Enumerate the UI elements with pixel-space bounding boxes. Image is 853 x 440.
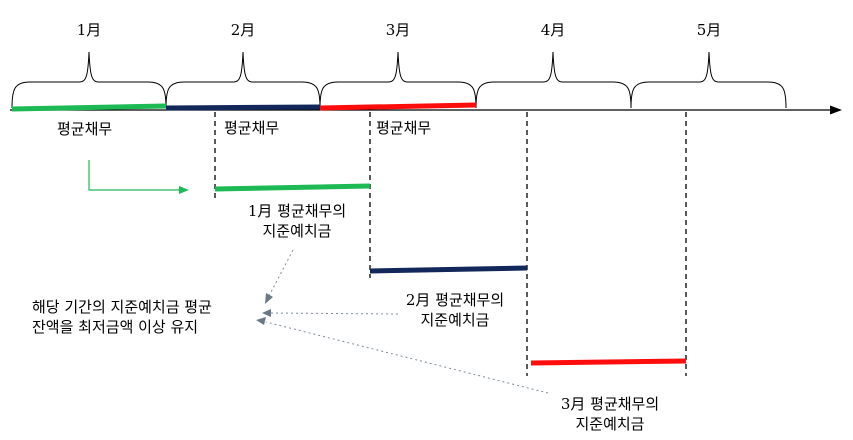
deposit-label-3-line1: 3月 평균채무의 [560,395,660,413]
maintain-note: 해당 기간의 지준예치금 평균 잔액을 최저금액 이상 유지 [32,297,212,337]
deposit-label-2-line2: 지준예치금 [420,311,490,329]
pointer-arrowhead-1 [265,293,273,304]
avg-debt-label-3: 평균채무 [376,119,432,137]
month-brace-2 [165,51,321,109]
month-brace-1 [11,51,167,109]
debt-segment-month-3 [319,102,477,111]
shift-arrowhead [179,186,189,194]
time-axis-arrowhead [830,105,842,115]
deposit-bar-month-3 [530,358,687,366]
pointer-arrow-2 [269,312,399,315]
avg-debt-label-2: 평균채무 [224,119,280,137]
month-label-3: 3月 [385,21,411,39]
avg-debt-label-1: 평균채무 [57,120,113,138]
month-brace-4 [475,51,632,109]
month-label-1: 1月 [76,21,102,39]
pointer-arrowhead-2 [262,309,271,317]
deposit-label-1-line2: 지준예치금 [262,222,332,240]
maintain-note-line1: 해당 기간의 지준예치금 평균 [32,298,212,316]
deposit-label-1: 1月 평균채무의 지준예치금 [222,201,372,241]
maintain-note-line2: 잔액을 최저금액 이상 유지 [32,318,199,336]
month-label-4: 4月 [540,21,566,39]
deposit-label-1-line1: 1月 평균채무의 [247,202,347,220]
month-brace-5 [630,51,787,109]
pointer-arrowhead-3 [256,317,266,325]
shift-arrow [88,160,180,191]
month-label-5: 5月 [696,21,722,39]
deposit-label-3: 3月 평균채무의 지준예치금 [535,394,685,434]
pointer-arrow-3 [265,321,549,394]
debt-segment-month-1 [11,103,167,112]
deposit-label-2-line1: 2月 평균채무의 [405,291,505,309]
deposit-label-2: 2月 평균채무의 지준예치금 [380,290,530,330]
month-label-2: 2月 [230,21,256,39]
deposit-label-3-line2: 지준예치금 [575,415,645,433]
deposit-bar-month-1 [214,183,371,192]
debt-segment-month-2 [165,104,321,111]
pointer-arrow-1 [268,249,294,297]
deposit-bar-month-2 [369,265,528,274]
month-brace-3 [319,51,477,109]
